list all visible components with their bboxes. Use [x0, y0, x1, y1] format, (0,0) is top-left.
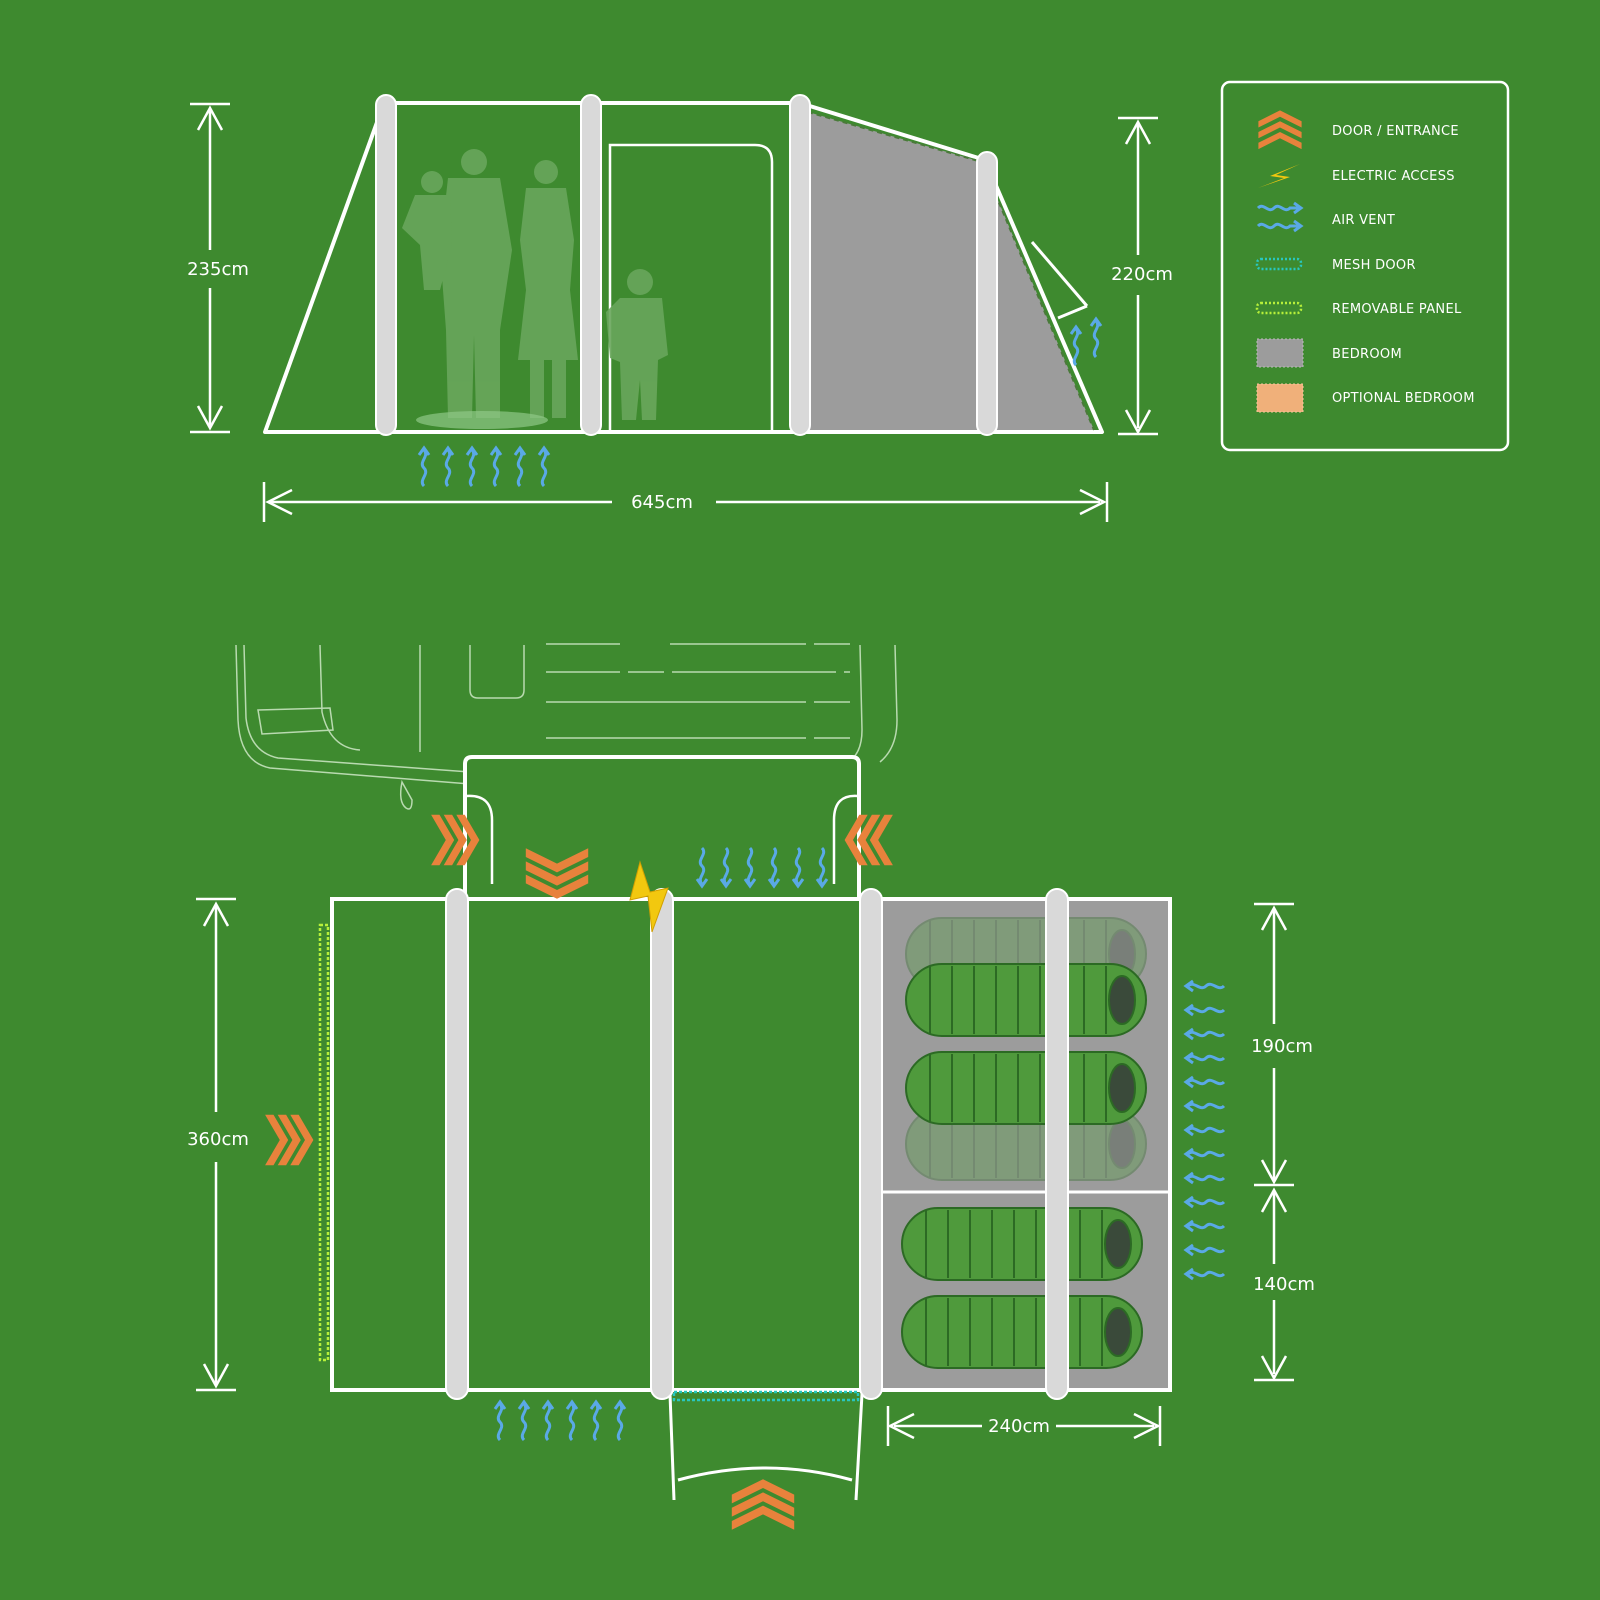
side-view: 235cm 220cm 645cm	[187, 94, 1173, 522]
dim-height-right	[1118, 116, 1158, 436]
plan-view: 360cm 190cm 140cm 240cm	[187, 643, 1315, 1530]
plan-pole-1	[445, 888, 469, 1400]
side-air-vent-rear	[1069, 317, 1103, 367]
side-air-vent-bottom	[417, 446, 551, 488]
bedroom-depth-label: 240cm	[988, 1416, 1050, 1437]
electric-access-marker	[629, 860, 669, 933]
air-vent-icon	[1256, 201, 1304, 233]
plan-pole-4	[1045, 888, 1069, 1400]
legend-label-bedroom: BEDROOM	[1332, 347, 1402, 362]
dim-plan-width	[196, 897, 236, 1392]
side-bedroom-area	[808, 112, 1094, 430]
dim-length	[262, 482, 1109, 522]
removable-panel	[318, 923, 330, 1362]
plan-pole-3	[859, 888, 883, 1400]
legend-label-optional-bedroom: OPTIONAL BEDROOM	[1332, 391, 1475, 406]
legend-label-door: DOOR / ENTRANCE	[1332, 124, 1459, 139]
legend-label-electric: ELECTRIC ACCESS	[1332, 169, 1455, 184]
door-front-porch	[731, 1479, 795, 1530]
dim-height-left	[190, 102, 230, 434]
legend-label-mesh: MESH DOOR	[1332, 258, 1416, 273]
legend: DOOR / ENTRANCE ELECTRIC ACCESS AIR VENT…	[1220, 80, 1510, 452]
front-porch-outline	[668, 1393, 864, 1501]
vehicle-outline	[235, 643, 898, 810]
family-silhouette	[402, 149, 668, 420]
height-left-label: 235cm	[187, 259, 249, 280]
door-side-left	[265, 1114, 314, 1166]
removable-panel-icon	[1255, 301, 1303, 315]
legend-label-vent: AIR VENT	[1332, 213, 1395, 228]
dim-bedroom-large	[1254, 902, 1294, 1187]
legend-box	[1220, 80, 1510, 452]
dim-bedroom-small	[1254, 1187, 1294, 1382]
side-pole-3	[789, 94, 811, 436]
legend-label-removable: REMOVABLE PANEL	[1332, 302, 1462, 317]
mesh-door-icon	[1255, 257, 1303, 271]
height-right-label: 220cm	[1111, 264, 1173, 285]
air-vent-bedroom-side	[1184, 979, 1226, 1281]
bedroom-large-label: 190cm	[1251, 1036, 1313, 1057]
door-entrance-icon	[1258, 110, 1302, 150]
plan-width-label: 360cm	[187, 1129, 249, 1150]
side-pole-2	[580, 94, 602, 436]
dim-bedroom-depth	[886, 1406, 1162, 1446]
optional-bedroom-icon	[1256, 383, 1304, 413]
bedroom-icon	[1256, 338, 1304, 368]
side-pole-1	[375, 94, 397, 436]
mesh-door	[672, 1390, 860, 1402]
bedroom-small-label: 140cm	[1253, 1274, 1315, 1295]
electric-access-icon	[1258, 164, 1300, 188]
length-label: 645cm	[631, 492, 693, 513]
side-pole-4	[976, 151, 998, 436]
annex-outline	[463, 755, 861, 898]
plan-pole-2	[650, 888, 674, 1400]
side-inner-door	[608, 143, 774, 430]
air-vent-front	[493, 1400, 627, 1442]
